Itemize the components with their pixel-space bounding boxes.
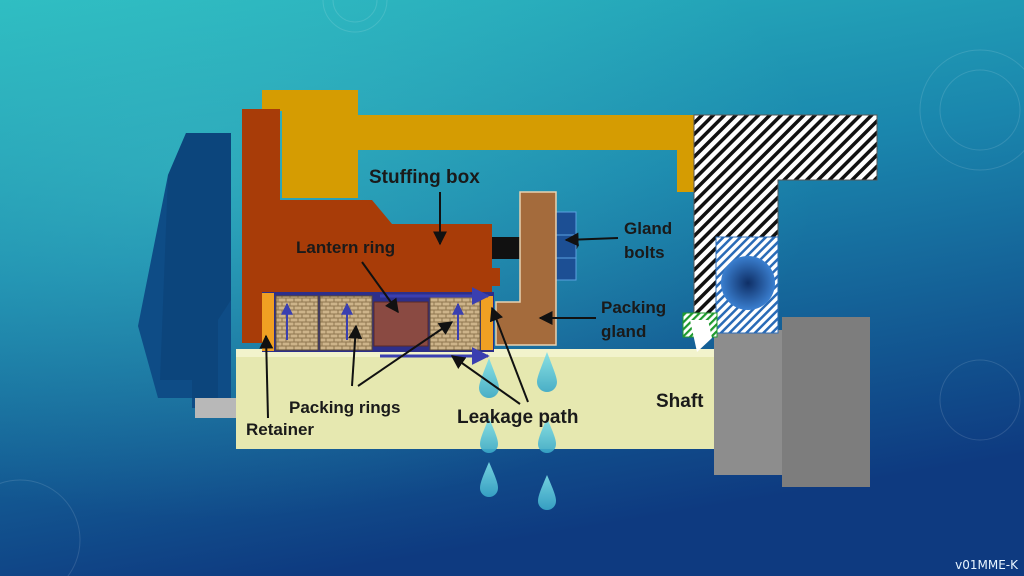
- arrow-lantern-ring: [361, 261, 399, 314]
- arrow-packing-rings-b: [357, 321, 454, 387]
- casing-lip: [195, 398, 237, 418]
- lantern-ring: [373, 301, 429, 347]
- leak-drop: [537, 352, 557, 392]
- bearing-housing: [782, 317, 870, 487]
- packing-ring-1: [275, 295, 319, 351]
- arrow-gland-bolts: [564, 232, 619, 247]
- leak-drop: [538, 475, 556, 510]
- leak-drop: [480, 462, 498, 497]
- arrow-leakage-a: [489, 306, 529, 403]
- gland-nut: [555, 211, 577, 281]
- label-packing-gland-2: gland: [601, 322, 647, 341]
- slide-version-code: v01MME-K: [955, 558, 1018, 572]
- leak-drop: [479, 358, 499, 398]
- label-gland-bolts-1: Gland: [624, 219, 673, 238]
- arrow-packing-rings-a: [348, 324, 363, 387]
- stuffing-box: [242, 109, 500, 343]
- leak-drop: [480, 418, 498, 453]
- gland-end-ring: [481, 296, 493, 350]
- pump-casing-shade: [160, 133, 231, 398]
- bearing-hub: [714, 330, 784, 475]
- label-lantern-ring: Lantern ring: [296, 238, 396, 257]
- yellow-frame: [262, 90, 694, 198]
- leakage-drops: [479, 352, 557, 510]
- bearing-ball: [721, 256, 775, 310]
- label-packing-gland-1: Packing: [601, 298, 667, 317]
- packing-gland: [495, 191, 557, 346]
- arrow-retainer: [259, 334, 274, 419]
- arrow-leakage-b: [450, 355, 521, 405]
- label-gland-bolts-2: bolts: [624, 243, 665, 262]
- label-shaft: Shaft: [656, 391, 704, 412]
- leak-drop: [538, 418, 556, 453]
- shaft: [236, 349, 716, 449]
- flow-arrows: [281, 287, 490, 365]
- label-retainer: Retainer: [246, 420, 315, 439]
- label-leakage-path: Leakage path: [457, 407, 579, 428]
- packing-ring-3: [429, 295, 481, 351]
- callout-arrows: [259, 192, 619, 419]
- seal-lip: [690, 320, 712, 352]
- retainer: [262, 293, 274, 351]
- label-packing-rings: Packing rings: [289, 398, 401, 417]
- label-stuffing-box: Stuffing box: [369, 167, 480, 188]
